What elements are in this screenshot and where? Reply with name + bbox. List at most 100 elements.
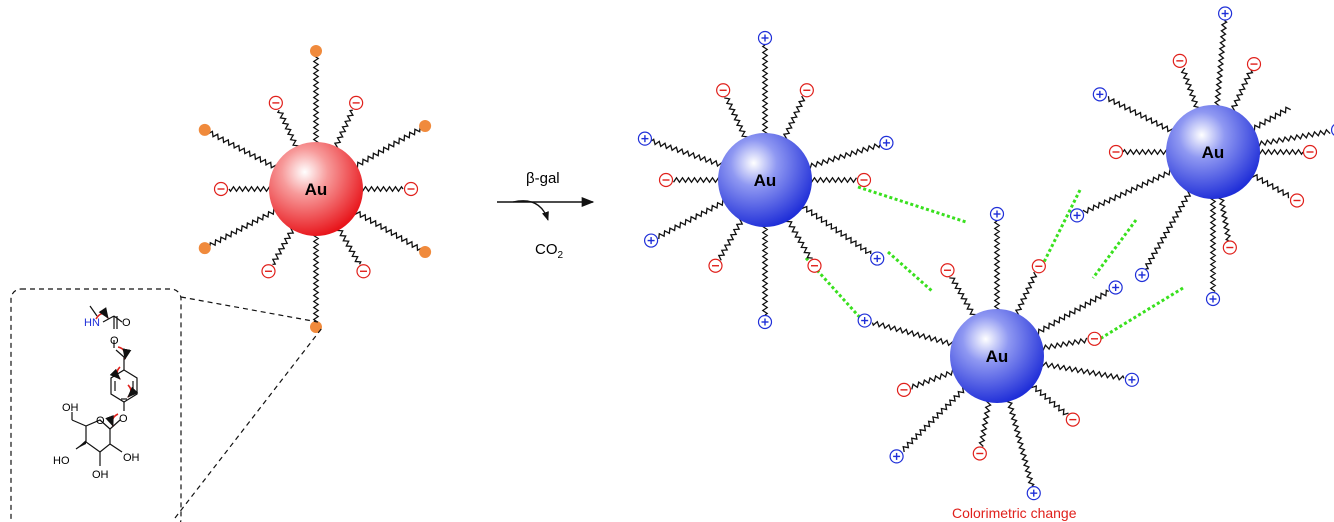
ligand-chain [209, 207, 277, 249]
ligand-chains [637, 30, 894, 330]
negative-charge-icon [349, 95, 364, 111]
ligand-chains [1069, 6, 1334, 307]
electrostatic-link [1038, 189, 1082, 271]
ligand-chain [336, 227, 362, 265]
terminal-group-dot [419, 246, 432, 258]
ligand-chain [782, 95, 806, 140]
ligand-chain [1213, 19, 1228, 108]
ligand-chain [871, 320, 955, 347]
terminal-group-dot [419, 120, 432, 132]
terminal-group-dot [310, 45, 322, 57]
release-arrow [512, 200, 549, 221]
negative-charge-icon [658, 172, 674, 188]
core-label: Au [986, 347, 1009, 366]
cationic-nanoparticle-right: Au [1069, 6, 1334, 307]
zoom-line-bottom [174, 327, 323, 519]
ligand-chain [1005, 399, 1035, 487]
negative-charge-icon [213, 181, 229, 197]
galactoside-carbamate-structure: HN O O O O OH HO OH OH [53, 305, 140, 481]
ligand-chain [809, 176, 858, 184]
ligand-chain [1082, 168, 1173, 214]
positive-charge-icon [757, 30, 773, 46]
ligand-chain [658, 198, 726, 240]
oh-ch2-label: OH [62, 402, 79, 414]
negative-charge-icon [1172, 53, 1187, 68]
enzyme-label: β-gal [526, 170, 560, 187]
positive-charge-icon [637, 131, 653, 146]
ligand-chain [1040, 337, 1088, 352]
negative-charge-icon [856, 172, 872, 188]
cationic-nanoparticle-bottom: Au [857, 206, 1140, 501]
anionic-nanoparticle: Au [198, 45, 432, 333]
core-label: Au [1202, 143, 1225, 162]
gold-core [950, 309, 1044, 403]
ligand-chain [333, 109, 354, 149]
electrostatic-link [857, 185, 967, 224]
electrostatic-link [1091, 219, 1138, 279]
positive-charge-icon [889, 449, 904, 464]
ligand-chain [1035, 289, 1109, 336]
negative-charge-icon [1302, 144, 1318, 160]
ligand-chain [276, 109, 300, 149]
negative-charge-icon [1222, 240, 1237, 255]
positive-charge-icon [643, 233, 659, 248]
ligand-chain [360, 185, 404, 193]
ligand-chain [354, 126, 421, 169]
positive-charge-icon [1205, 291, 1221, 307]
ligand-chain [1144, 190, 1192, 270]
electrostatic-link [804, 256, 866, 324]
ligand-chain [312, 54, 320, 145]
ligand-chain [1257, 148, 1304, 156]
ligand-chain [1122, 148, 1169, 156]
oh-right-label: OH [123, 452, 140, 464]
ligand-chain [1256, 128, 1331, 148]
colorimetric-change-caption: Colorimetric change [952, 505, 1077, 521]
terminal-group-dot [198, 123, 211, 136]
inset-frame [10, 288, 182, 522]
ligand-chain [902, 386, 966, 453]
byproduct-label: CO2 [535, 241, 564, 261]
ligand-chain [1230, 70, 1254, 112]
reaction-arrow-group: β-gal CO2 [497, 170, 595, 261]
ligand-chain [1014, 271, 1038, 316]
oh-bottom-label: OH [92, 469, 109, 481]
ligand-chain [651, 138, 724, 168]
negative-charge-icon [972, 446, 987, 461]
negative-charge-icon [940, 263, 955, 278]
gold-core [269, 142, 363, 236]
negative-charge-icon [1065, 412, 1080, 427]
ligand-chain [354, 210, 423, 252]
ring-o-label: O [96, 415, 105, 427]
structure-inset [10, 288, 323, 522]
negative-charge-icon [1289, 193, 1305, 208]
negative-charge-icon [261, 264, 276, 279]
ligand-chain [207, 130, 277, 169]
ligand-chain [717, 218, 744, 261]
negative-charge-icon [1087, 331, 1102, 346]
ligand-chain [761, 44, 769, 136]
aryl-o-label: O [119, 413, 128, 425]
ligand-chain [1217, 195, 1232, 242]
positive-charge-icon [989, 206, 1005, 222]
ligand-chains [857, 206, 1140, 501]
ligand-chain [1030, 384, 1069, 416]
positive-charge-icon [1026, 486, 1041, 501]
ho-left-label: HO [53, 455, 70, 467]
negative-charge-icon [807, 258, 822, 273]
ligand-chain [1251, 106, 1291, 132]
ligand-chain [911, 368, 956, 390]
ligand-chain [724, 97, 749, 140]
positive-charge-icon [1069, 208, 1085, 223]
ligand-chain [312, 233, 320, 324]
positive-charge-icon [1134, 267, 1150, 283]
negative-charge-icon [1246, 56, 1262, 72]
positive-charge-icon [870, 251, 885, 266]
ligand-chain [807, 142, 881, 170]
zoom-line-top [180, 296, 319, 323]
positive-charge-icon [1124, 372, 1140, 387]
ligand-chains [198, 45, 432, 333]
terminal-group-dot [198, 242, 211, 255]
ligand-chain [801, 205, 872, 255]
